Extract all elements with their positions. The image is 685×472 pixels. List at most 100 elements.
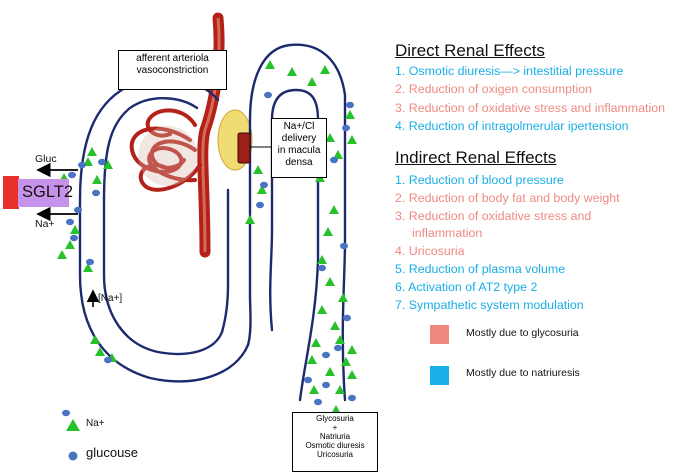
sodium-marker xyxy=(325,133,335,142)
urine-line1: Glycosuria xyxy=(316,414,354,423)
urine-line4: Osmotic diuresis xyxy=(305,440,365,450)
sodium-marker xyxy=(325,277,335,286)
na-increase-label: [Na+] xyxy=(98,293,123,304)
glucose-marker xyxy=(78,161,86,169)
gluc-label: Gluc xyxy=(35,153,57,165)
indirect-effect-item: inflammation xyxy=(412,226,483,241)
sodium-legend-icon xyxy=(66,419,80,431)
sodium-marker xyxy=(245,215,255,224)
glucose-marker xyxy=(314,398,322,406)
sodium-marker xyxy=(317,305,327,314)
indirect-effect-item: 3. Reduction of oxidative stress and xyxy=(395,208,592,223)
sodium-legend-label: Na+ xyxy=(86,418,105,429)
glucose-marker xyxy=(104,356,112,364)
indirect-effect-item: 1. Reduction of blood pressure xyxy=(395,173,564,187)
glucose-marker xyxy=(304,376,312,384)
glucose-marker xyxy=(348,394,356,402)
direct-effect-item: 3. Reduction of oxidative stress and inf… xyxy=(395,100,665,115)
glucose-marker xyxy=(342,124,350,132)
indirect-effect-item: 5. Reduction of plasma volume xyxy=(395,262,566,276)
sodium-marker xyxy=(329,205,339,214)
glucose-marker xyxy=(340,242,348,250)
macula-label-line1: Na+/Cl xyxy=(283,121,315,132)
glomerulus xyxy=(129,108,202,192)
sodium-marker xyxy=(320,65,330,74)
glucose-marker xyxy=(322,351,330,359)
glucose-marker xyxy=(92,189,100,197)
sodium-marker xyxy=(253,165,263,174)
sodium-marker xyxy=(347,135,357,144)
macula-label-line3: in macula xyxy=(277,145,321,156)
glucose-marker xyxy=(343,314,351,322)
sodium-marker xyxy=(311,338,321,347)
sglt2-box: SGLT2 xyxy=(18,179,73,207)
sodium-marker xyxy=(345,110,355,119)
sodium-marker xyxy=(307,77,317,86)
sodium-marker xyxy=(103,160,113,169)
indirect-effects-title: Indirect Renal Effects xyxy=(395,148,557,167)
glycosuria-swatch xyxy=(430,325,449,344)
macula-label-line4: densa xyxy=(285,157,313,168)
sodium-marker xyxy=(65,240,75,249)
macula-label-line2: delivery xyxy=(281,133,317,144)
glucose-legend-icon xyxy=(68,451,78,461)
sodium-marker xyxy=(265,60,275,69)
urine-line3: Natriuria xyxy=(319,431,351,441)
glucose-marker xyxy=(66,218,74,226)
natriuresis-swatch xyxy=(430,366,449,385)
direct-effect-item: 1. Osmotic diuresis—> intestitial pressu… xyxy=(395,64,624,78)
glucose-marker xyxy=(74,206,82,214)
urine-output-box: Glycosuria + Natriuria Osmotic diuresis … xyxy=(292,412,378,472)
sodium-marker xyxy=(331,405,341,414)
sodium-marker xyxy=(83,263,93,272)
sodium-marker xyxy=(317,255,327,264)
sodium-marker xyxy=(92,175,102,184)
sodium-marker xyxy=(309,385,319,394)
sodium-marker xyxy=(70,225,80,234)
direct-effect-item: 4. Reduction of intragolmerular ipertens… xyxy=(395,118,629,133)
sodium-marker xyxy=(347,370,357,379)
sodium-marker xyxy=(95,347,105,356)
indirect-effect-item: 6. Activation of AT2 type 2 xyxy=(395,279,538,294)
glucose-marker xyxy=(346,101,354,109)
glucose-marker xyxy=(62,409,70,417)
sodium-marker xyxy=(333,150,343,159)
glucose-marker xyxy=(260,181,268,189)
glucose-marker xyxy=(86,258,94,266)
sglt2-side-block xyxy=(3,176,19,209)
afferent-arteriola-box: afferent arteriola vasoconstriction xyxy=(118,50,227,90)
sodium-marker xyxy=(341,357,351,366)
sodium-marker xyxy=(323,227,333,236)
sodium-marker xyxy=(347,345,357,354)
na-label: Na+ xyxy=(35,218,55,230)
sodium-marker xyxy=(87,147,97,156)
glucose-marker xyxy=(256,201,264,209)
glucose-marker xyxy=(334,344,342,352)
sodium-marker xyxy=(338,293,348,302)
glycosuria-legend-label: Mostly due to glycosuria xyxy=(466,327,579,339)
glucose-marker xyxy=(318,264,326,272)
afferent-label-line1: afferent arteriola xyxy=(136,53,209,64)
natriuresis-legend-label: Mostly due to natriuresis xyxy=(466,367,580,379)
direct-effect-item: 2. Reduction of oxigen consumption xyxy=(395,82,592,97)
macula-densa-box: Na+/Cl delivery in macula densa xyxy=(271,118,327,178)
direct-effects-title: Direct Renal Effects xyxy=(395,41,545,60)
glucose-marker xyxy=(98,158,106,166)
sodium-marker xyxy=(57,250,67,259)
glucose-legend-label: glucouse xyxy=(86,445,139,460)
glucose-marker xyxy=(68,171,76,179)
glucose-marker xyxy=(264,91,272,99)
indirect-effect-item: 2. Reduction of body fat and body weight xyxy=(395,190,620,205)
indirect-effect-item: 4. Uricosuria xyxy=(395,244,465,259)
glucose-marker xyxy=(330,156,338,164)
sodium-marker xyxy=(287,67,297,76)
sodium-marker xyxy=(335,335,345,344)
sodium-marker xyxy=(335,385,345,394)
sodium-marker xyxy=(325,367,335,376)
afferent-label-line2: vasoconstriction xyxy=(136,65,209,76)
glucose-marker xyxy=(322,381,330,389)
indirect-effect-item: 7. Sympathetic system modulation xyxy=(395,297,584,312)
urine-line5: Uricosuria xyxy=(316,449,353,459)
sodium-marker xyxy=(90,335,100,344)
